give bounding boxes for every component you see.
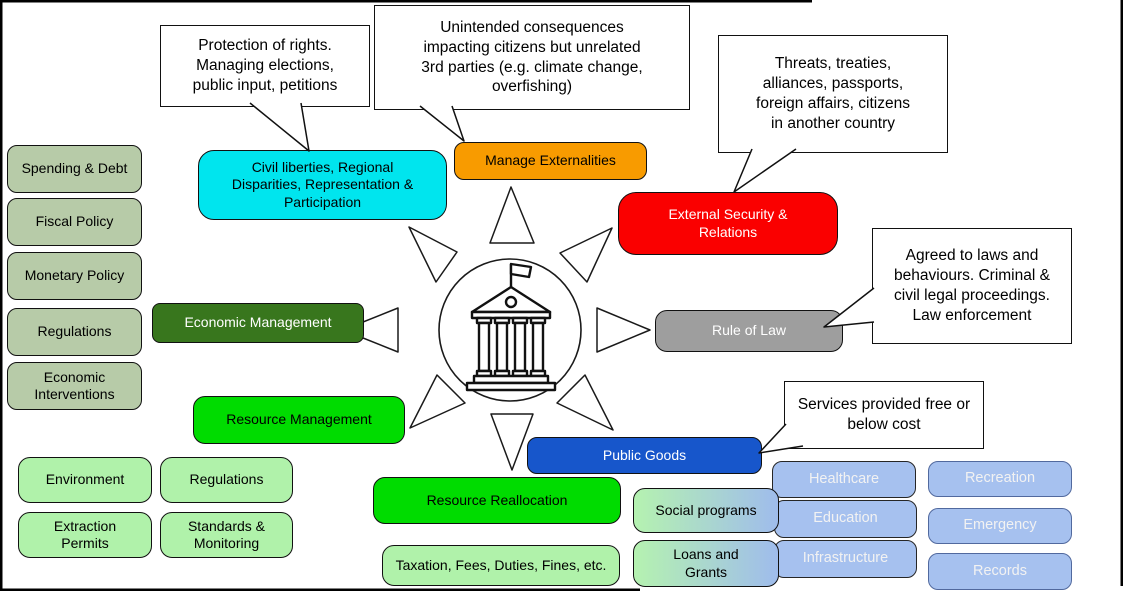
node-manage-externalities: Manage Externalities [454, 142, 647, 180]
canvas-border-left [0, 0, 3, 591]
arrow-down-left-icon [409, 374, 466, 429]
list-item-records: Records [928, 553, 1072, 590]
callout-public-goods: Services provided free or below cost [784, 381, 984, 449]
arrow-right-icon [596, 307, 651, 353]
arrow-up-left-icon [408, 226, 458, 283]
arrow-down-right-icon [556, 374, 614, 431]
list-item-infrastructure: Infrastructure [774, 540, 917, 578]
list-item-spending-debt: Spending & Debt [7, 145, 142, 193]
center-circle [438, 258, 582, 402]
list-item-standards-monitoring: Standards & Monitoring [160, 512, 293, 558]
node-external-security: External Security & Relations [618, 192, 838, 255]
callout-tail-civil [249, 102, 310, 152]
node-resource-reallocation: Resource Reallocation [373, 477, 621, 524]
canvas-border-top [0, 0, 812, 3]
callout-externalities: Unintended consequences impacting citize… [374, 5, 690, 110]
bank-building-icon [465, 262, 557, 392]
list-item-regulations: Regulations [7, 308, 142, 356]
list-item-extraction-permits: Extraction Permits [18, 512, 152, 558]
node-rule-of-law: Rule of Law [655, 310, 843, 352]
callout-tail-security [733, 148, 797, 193]
callout-external-security: Threats, treaties, alliances, passports,… [718, 35, 948, 153]
callout-tail-externalities [419, 105, 465, 142]
list-item-environment: Environment [18, 457, 152, 503]
list-item-healthcare: Healthcare [772, 461, 916, 498]
arrow-up-right-icon [559, 227, 613, 283]
list-item-loans-grants: Loans and Grants [633, 540, 779, 587]
list-item-emergency: Emergency [928, 508, 1072, 544]
list-item-recreation: Recreation [928, 461, 1072, 497]
list-item-fiscal-policy: Fiscal Policy [7, 198, 142, 246]
list-item-economic-interventions: Economic Interventions [7, 362, 142, 410]
node-economic-management: Economic Management [152, 303, 364, 343]
list-item-taxation-fees: Taxation, Fees, Duties, Fines, etc. [382, 545, 620, 586]
node-public-goods: Public Goods [527, 437, 762, 474]
node-resource-management: Resource Management [193, 396, 405, 444]
arrow-up-icon [489, 186, 535, 244]
callout-rule-of-law: Agreed to laws and behaviours. Criminal … [872, 228, 1072, 344]
list-item-monetary-policy: Monetary Policy [7, 252, 142, 300]
callout-civil-liberties: Protection of rights. Managing elections… [160, 25, 370, 107]
list-item-regulations-2: Regulations [160, 457, 293, 503]
list-item-social-programs: Social programs [633, 488, 779, 533]
list-item-education: Education [774, 500, 917, 538]
node-civil-liberties: Civil liberties, Regional Disparities, R… [198, 150, 447, 220]
